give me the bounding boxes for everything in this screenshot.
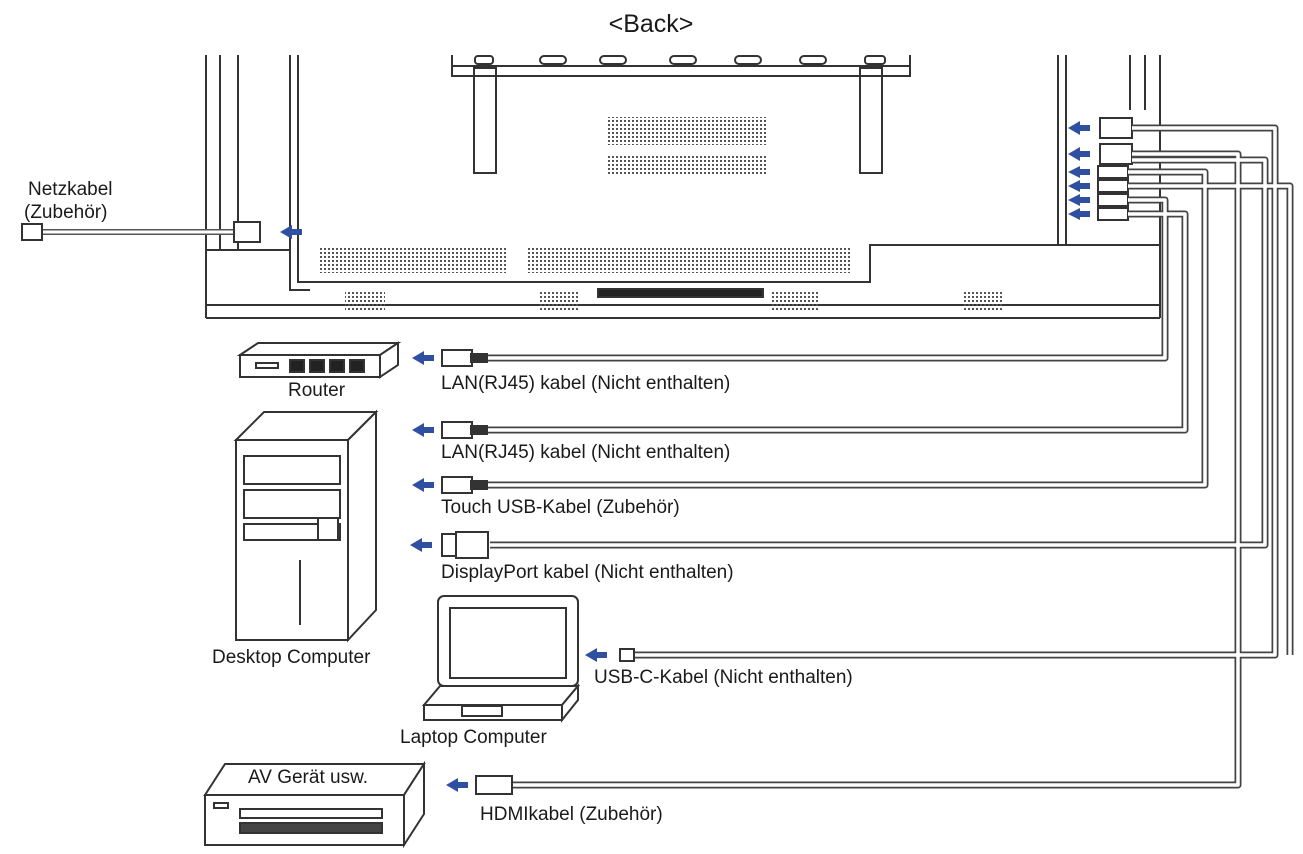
cable-routes xyxy=(488,124,1294,789)
av-device-icon xyxy=(203,760,426,849)
monitor-back xyxy=(205,55,1161,319)
displayport-plug xyxy=(410,531,489,559)
port-connectors xyxy=(1097,117,1133,221)
hdmi-plug xyxy=(446,775,513,795)
laptop-computer-icon xyxy=(421,595,581,723)
cable-label-usbc: USB-C-Kabel (Nicht enthalten) xyxy=(594,667,853,688)
lan1-plug xyxy=(412,349,488,367)
desktop-label: Desktop Computer xyxy=(212,647,371,668)
cable-label-hdmi: HDMIkabel (Zubehör) xyxy=(480,804,663,825)
usbc-plug xyxy=(585,648,635,662)
cable-label-displayport: DisplayPort kabel (Nicht enthalten) xyxy=(441,562,734,583)
lan2-plug xyxy=(412,421,488,439)
power-label-line1: Netzkabel xyxy=(28,179,113,200)
cable-label-touch-usb: Touch USB-Kabel (Zubehör) xyxy=(441,497,680,518)
cable-label-lan1: LAN(RJ45) kabel (Nicht enthalten) xyxy=(441,373,730,394)
laptop-label: Laptop Computer xyxy=(400,727,547,748)
power-label-line2: (Zubehör) xyxy=(24,202,107,223)
av-label: AV Gerät usw. xyxy=(248,767,368,788)
router-icon xyxy=(236,341,402,379)
touch-usb-plug xyxy=(412,476,488,494)
power-cable xyxy=(21,221,302,243)
router-label: Router xyxy=(288,380,346,401)
monitor-vents xyxy=(318,117,1003,310)
desktop-computer-icon xyxy=(233,409,379,643)
port-arrows xyxy=(1068,121,1090,220)
cable-label-lan2: LAN(RJ45) kabel (Nicht enthalten) xyxy=(441,442,730,463)
diagram-title: <Back> xyxy=(609,10,694,38)
